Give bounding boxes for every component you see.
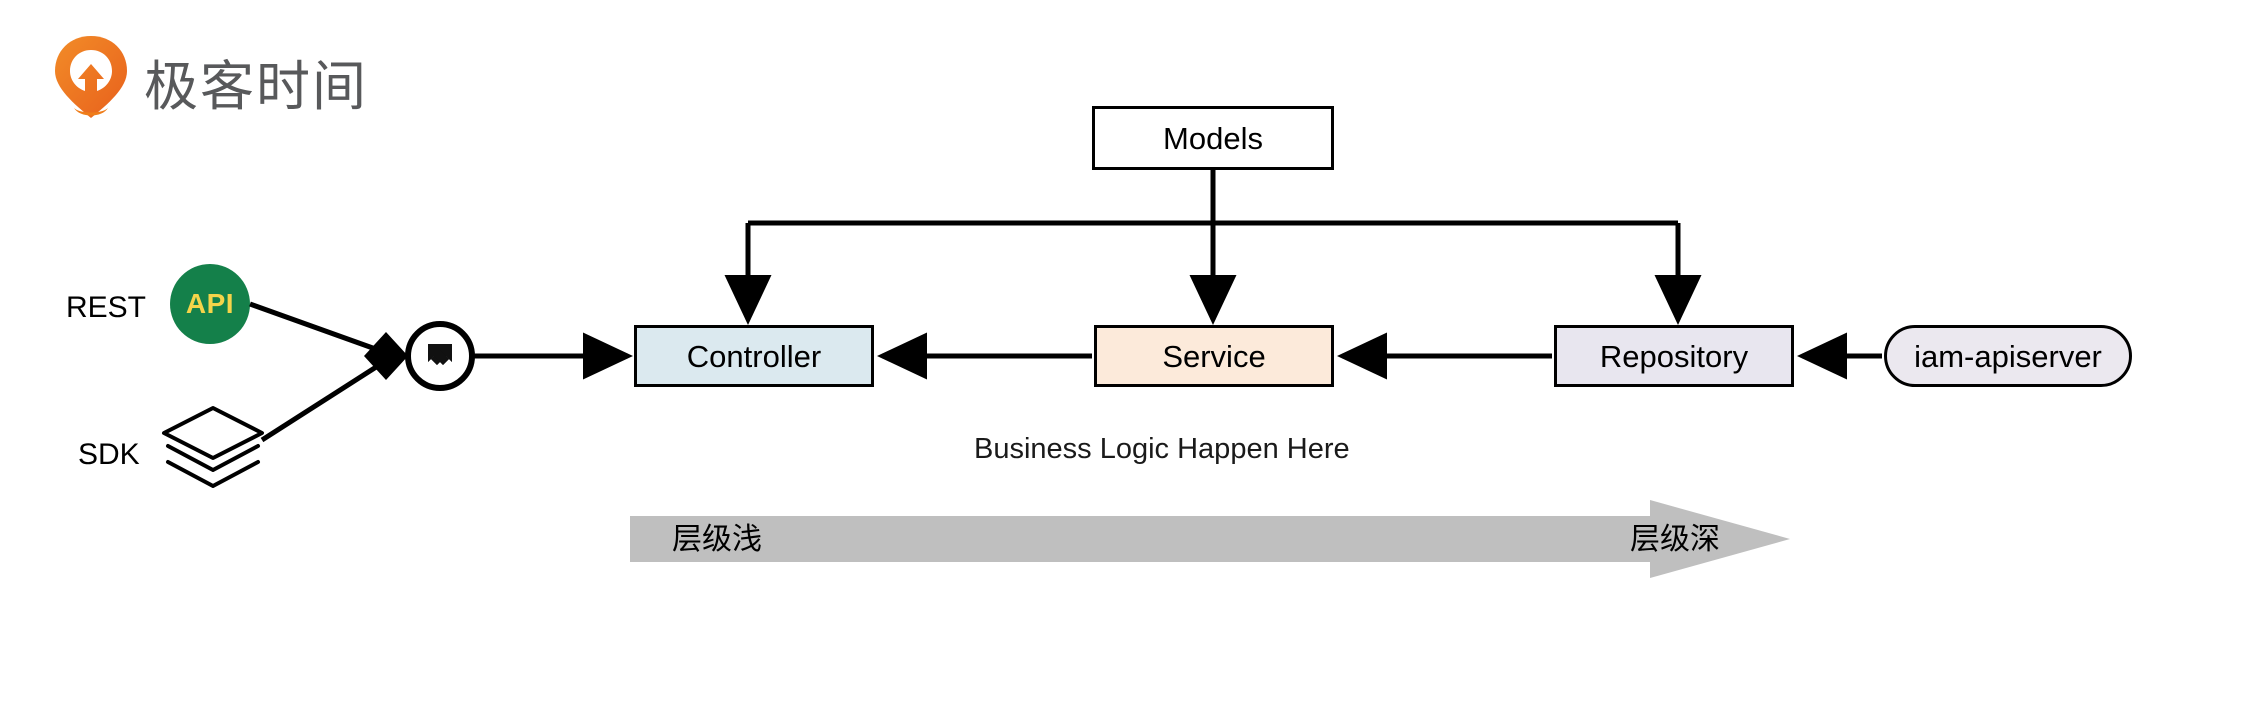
brand-logo: 极客时间 [52,28,382,120]
brand-name: 极客时间 [144,55,368,118]
api-badge: API [170,264,250,344]
node-repository[interactable]: Repository [1554,325,1794,387]
edge-sdk-to-junction [260,359,386,443]
depth-label-shallow: 层级浅 [672,523,762,556]
rest-label: REST [66,291,147,324]
geektime-pin-logo-icon [55,36,127,118]
business-logic-annotation: Business Logic Happen Here [974,433,1350,465]
depth-arrow-bar [630,500,1790,578]
edge-rest-to-junction [249,301,385,355]
node-iam-apiserver[interactable]: iam-apiserver [1884,325,2132,387]
depth-label-deep: 层级深 [1630,523,1720,556]
node-controller[interactable]: Controller [634,325,874,387]
four-arrows-router-icon [405,321,475,391]
api-badge-label: API [185,288,235,319]
layers-stack-icon [162,406,264,488]
sdk-label: SDK [78,438,140,471]
filled-diamond-icon [364,332,408,380]
node-models[interactable]: Models [1092,106,1334,170]
node-service[interactable]: Service [1094,325,1334,387]
